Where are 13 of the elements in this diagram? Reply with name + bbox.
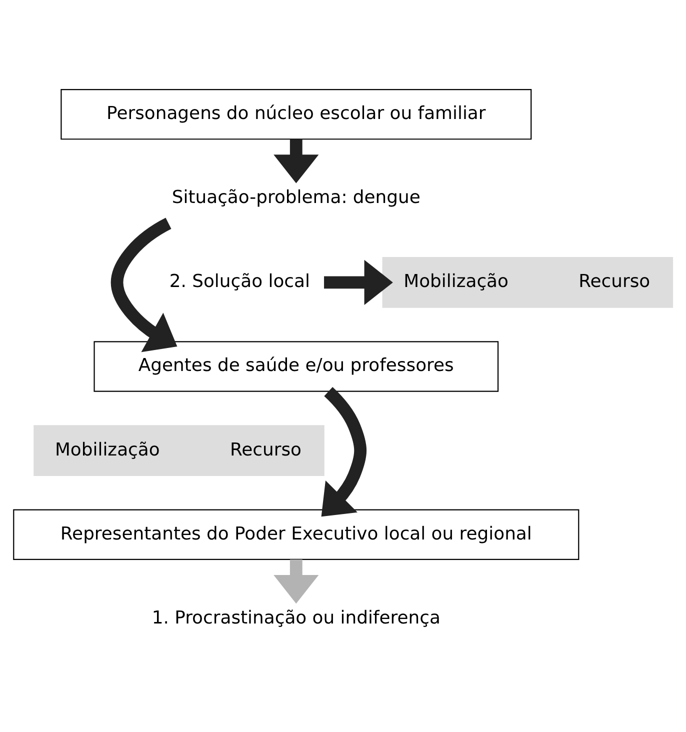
node-box: Mobilização Recurso <box>34 424 324 476</box>
node-text: 2. Solução local <box>169 270 310 292</box>
arrow <box>321 386 367 516</box>
node-text: Situação-problema: dengue <box>172 186 420 208</box>
arrow <box>110 217 178 352</box>
node-box: Representantes do Poder Executivo local ou regional <box>13 508 580 560</box>
node-box: Agentes de saúde e/ou professores <box>94 340 499 392</box>
arrow <box>324 259 393 304</box>
arrow <box>274 138 319 183</box>
node-box: Mobilização Recurso <box>382 256 674 308</box>
arrow <box>274 559 319 604</box>
node-box: Personagens do núcleo escolar ou familiar <box>60 88 532 140</box>
node-text: 1. Procrastinação ou indiferença <box>152 606 440 628</box>
